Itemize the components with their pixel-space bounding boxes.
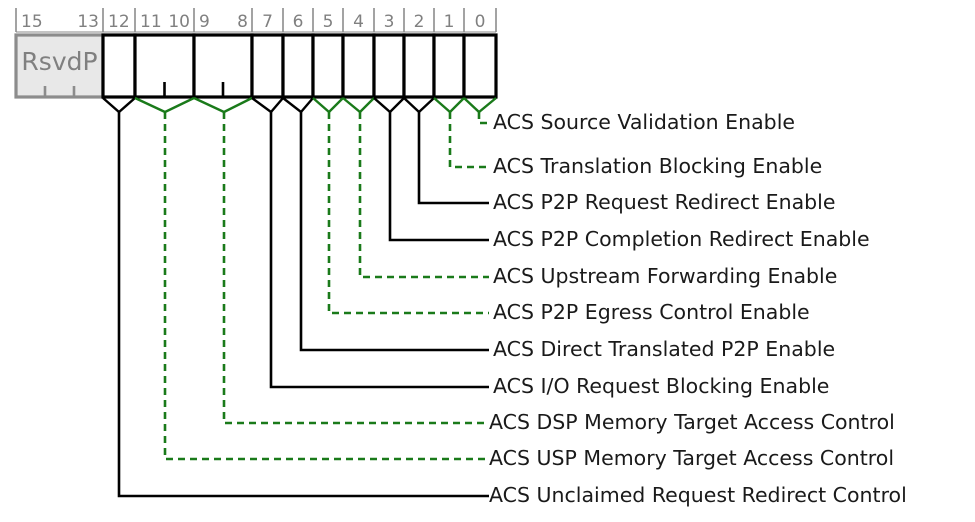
register-cells: RsvdP: [14, 33, 498, 99]
leader-bit-3: [388, 112, 489, 242]
funnel-bit-12: [102, 97, 136, 114]
leader-bit-7: [269, 112, 489, 389]
field-label-acs-usp-memory-target-access-control: ACS USP Memory Target Access Control: [489, 446, 894, 470]
bit-number-12: 12: [108, 12, 130, 32]
bit-number-10: 10: [168, 12, 190, 32]
field-label-acs-p2p-egress-control-enable: ACS P2P Egress Control Enable: [493, 300, 810, 324]
leader-bit-11-10: [163, 112, 489, 461]
bit-number-8: 8: [237, 12, 248, 32]
funnel-bit-4: [342, 97, 375, 114]
funnel-bit-9-8: [193, 96, 253, 114]
field-labels: ACS Source Validation Enable ACS Transla…: [489, 110, 907, 507]
leader-lines: [117, 112, 489, 498]
field-label-acs-p2p-completion-redirect-enable: ACS P2P Completion Redirect Enable: [493, 227, 870, 251]
funnel-bit-5: [312, 97, 344, 114]
field-label-acs-translation-blocking-enable: ACS Translation Blocking Enable: [493, 154, 822, 178]
bit-number-13: 13: [77, 12, 99, 32]
leader-bit-12: [117, 112, 489, 498]
cell-bit-4: [341, 33, 376, 99]
funnel-bit-1: [433, 97, 465, 114]
bit-number-4: 4: [353, 12, 364, 32]
funnel-bit-7: [251, 97, 284, 114]
leader-bit-6: [299, 112, 489, 352]
funnel-connectors: [102, 96, 497, 114]
field-label-acs-io-request-blocking-enable: ACS I/O Request Blocking Enable: [493, 374, 829, 398]
bit-number-15: 15: [21, 12, 43, 32]
cell-bit-0: [462, 33, 498, 99]
cell-bit-5: [311, 33, 345, 99]
funnel-bit-0: [463, 97, 497, 114]
leader-bit-9-8: [222, 112, 489, 425]
bit-number-9: 9: [199, 12, 210, 32]
leader-bit-0: [477, 112, 489, 125]
leader-bit-5: [327, 112, 489, 315]
bit-number-6: 6: [293, 12, 304, 32]
bit-number-5: 5: [323, 12, 334, 32]
leader-bit-4: [358, 112, 489, 279]
bit-number-7: 7: [262, 12, 273, 32]
cell-bit-7: [250, 33, 285, 99]
field-label-acs-unclaimed-request-redirect-control: ACS Unclaimed Request Redirect Control: [489, 483, 907, 507]
bit-number-3: 3: [384, 12, 395, 32]
cell-bit-12: [101, 33, 137, 99]
bit-number-1: 1: [444, 12, 455, 32]
bit-number-2: 2: [414, 12, 425, 32]
bit-number-11: 11: [140, 12, 162, 32]
field-label-acs-p2p-request-redirect-enable: ACS P2P Request Redirect Enable: [493, 190, 835, 214]
leader-bit-1: [448, 112, 489, 169]
bit-number-header: 15 13 12 11 10 9 8 7 6 5 4 3 2 1 0: [15, 8, 497, 33]
cell-bit-3: [372, 33, 406, 99]
field-label-acs-upstream-forwarding-enable: ACS Upstream Forwarding Enable: [493, 264, 837, 288]
funnel-bit-6: [282, 97, 314, 114]
cell-bit-2: [402, 33, 436, 99]
funnel-bit-2: [403, 97, 435, 114]
bit-number-0: 0: [475, 12, 486, 32]
funnel-bit-3: [373, 97, 405, 114]
cell-rsvdp-label: RsvdP: [21, 47, 97, 76]
cell-bit-6: [281, 33, 315, 99]
field-label-acs-source-validation-enable: ACS Source Validation Enable: [493, 110, 795, 134]
field-label-acs-dsp-memory-target-access-control: ACS DSP Memory Target Access Control: [489, 410, 895, 434]
funnel-bit-11-10: [134, 96, 195, 114]
cell-bit-1: [432, 33, 466, 99]
field-label-acs-direct-translated-p2p-enable: ACS Direct Translated P2P Enable: [493, 337, 835, 361]
leader-bit-2: [417, 112, 489, 205]
